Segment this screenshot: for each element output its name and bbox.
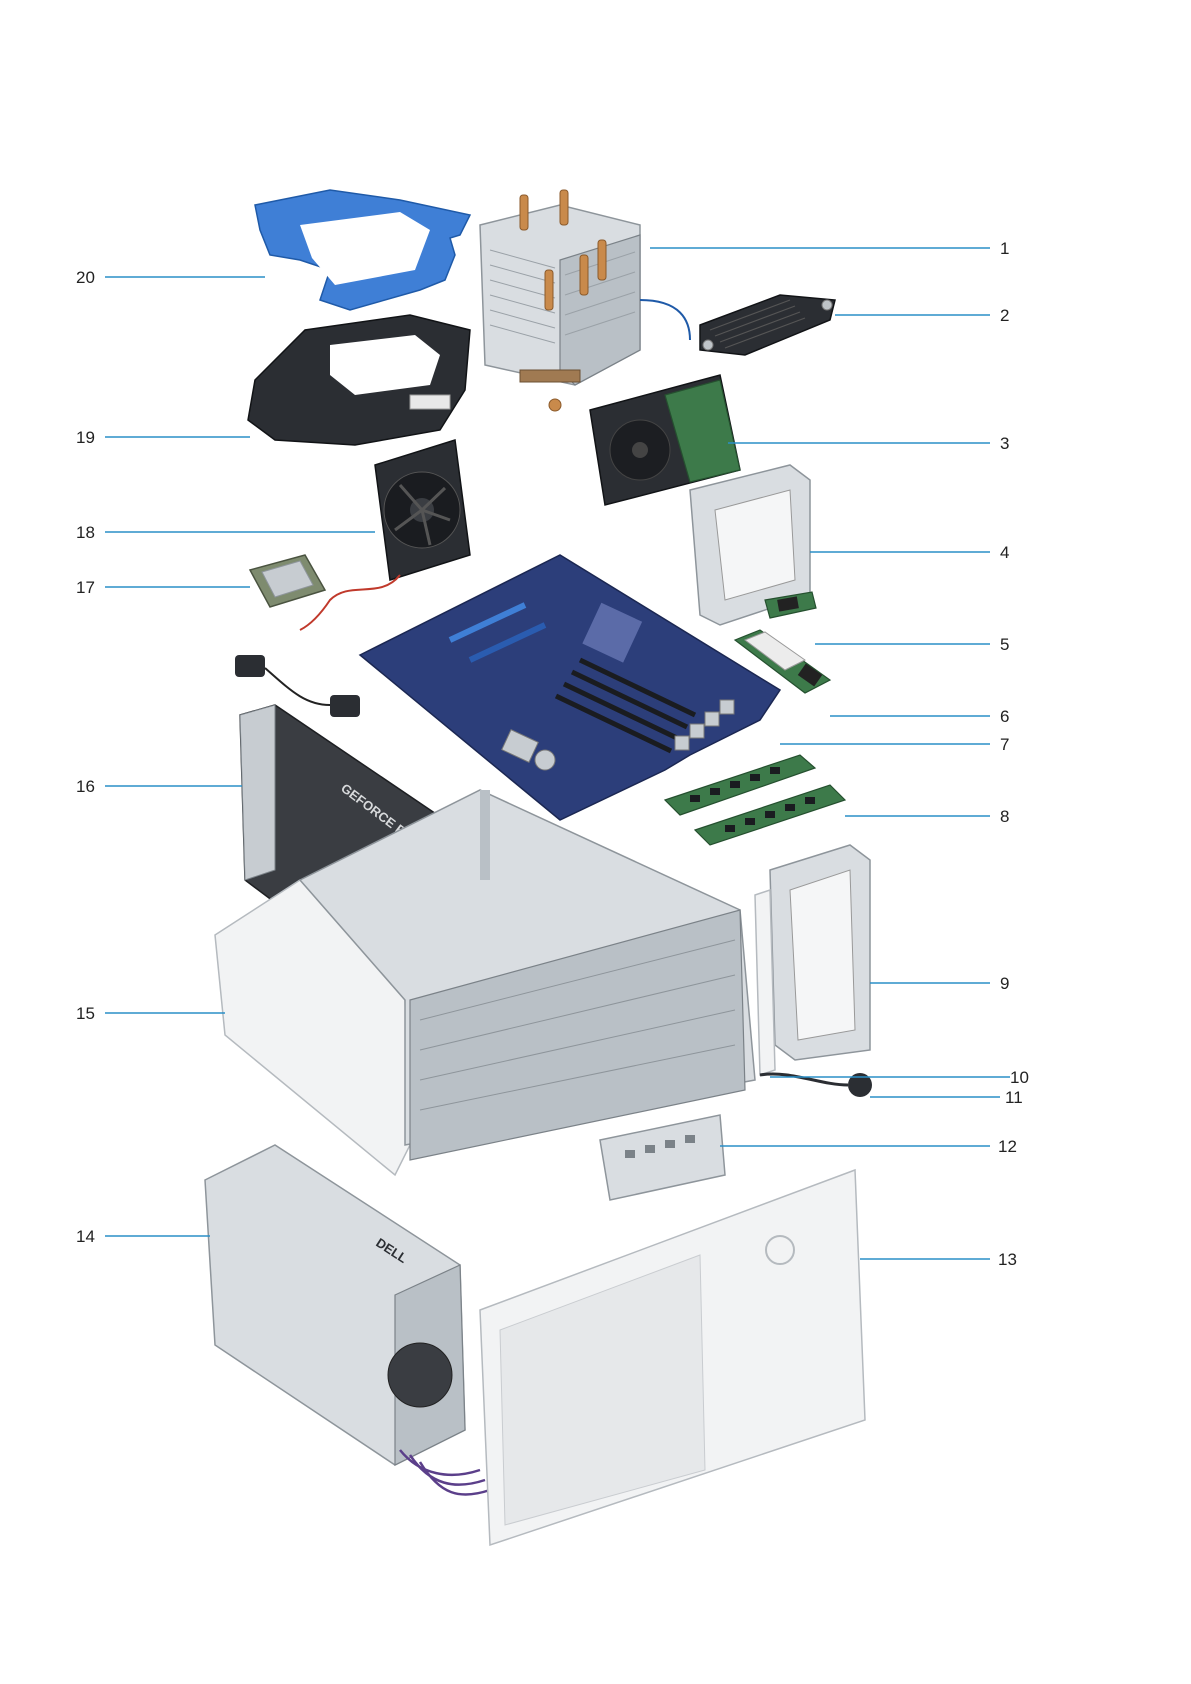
- callout-13: 13: [860, 1250, 1017, 1269]
- callout-10: 10: [770, 1068, 1029, 1087]
- callout-7: 7: [780, 735, 1009, 754]
- svg-text:5: 5: [1000, 635, 1009, 654]
- svg-text:7: 7: [1000, 735, 1009, 754]
- cpu-heatsink: [480, 190, 690, 411]
- callout-11: 11: [870, 1088, 1023, 1107]
- front-bezel: [480, 1170, 865, 1545]
- callout-9: 9: [870, 974, 1009, 993]
- case-fan: [300, 440, 470, 630]
- svg-text:9: 9: [1000, 974, 1009, 993]
- memory-modules: [665, 755, 845, 845]
- svg-text:19: 19: [76, 428, 95, 447]
- callout-5: 5: [815, 635, 1009, 654]
- svg-text:4: 4: [1000, 543, 1009, 562]
- callout-8: 8: [845, 807, 1009, 826]
- svg-text:11: 11: [1005, 1088, 1023, 1107]
- processor: [250, 555, 325, 607]
- front-io-bracket: [600, 1115, 725, 1200]
- svg-text:2: 2: [1000, 306, 1009, 325]
- svg-text:10: 10: [1010, 1068, 1029, 1087]
- svg-text:1: 1: [1000, 239, 1009, 258]
- svg-text:13: 13: [998, 1250, 1017, 1269]
- callout-16: 16: [76, 777, 242, 796]
- svg-text:12: 12: [998, 1137, 1017, 1156]
- fan-shroud: [248, 315, 470, 445]
- svg-text:15: 15: [76, 1004, 95, 1023]
- svg-text:14: 14: [76, 1227, 95, 1246]
- callout-14: 14: [76, 1227, 210, 1246]
- callout-18: 18: [76, 523, 375, 542]
- svg-text:6: 6: [1000, 707, 1009, 726]
- callout-4: 4: [810, 543, 1009, 562]
- callout-1: 1: [650, 239, 1009, 258]
- ssd-heatsink: [700, 295, 835, 355]
- power-supply-unit: DELL: [205, 1145, 490, 1495]
- callout-3: 3: [728, 434, 1009, 453]
- callout-15: 15: [76, 1004, 225, 1023]
- callout-20: 20: [76, 268, 265, 287]
- callout-6: 6: [830, 707, 1009, 726]
- internal-speaker: [235, 655, 360, 717]
- callout-19: 19: [76, 428, 250, 447]
- hdd-bracket-blue: [255, 190, 470, 310]
- svg-text:20: 20: [76, 268, 95, 287]
- svg-text:18: 18: [76, 523, 95, 542]
- drive-cage-lower: [770, 845, 870, 1060]
- svg-text:8: 8: [1000, 807, 1009, 826]
- callout-12: 12: [720, 1137, 1017, 1156]
- svg-text:3: 3: [1000, 434, 1009, 453]
- callout-2: 2: [835, 306, 1009, 325]
- svg-text:16: 16: [76, 777, 95, 796]
- svg-text:17: 17: [76, 578, 95, 597]
- callout-17: 17: [76, 578, 250, 597]
